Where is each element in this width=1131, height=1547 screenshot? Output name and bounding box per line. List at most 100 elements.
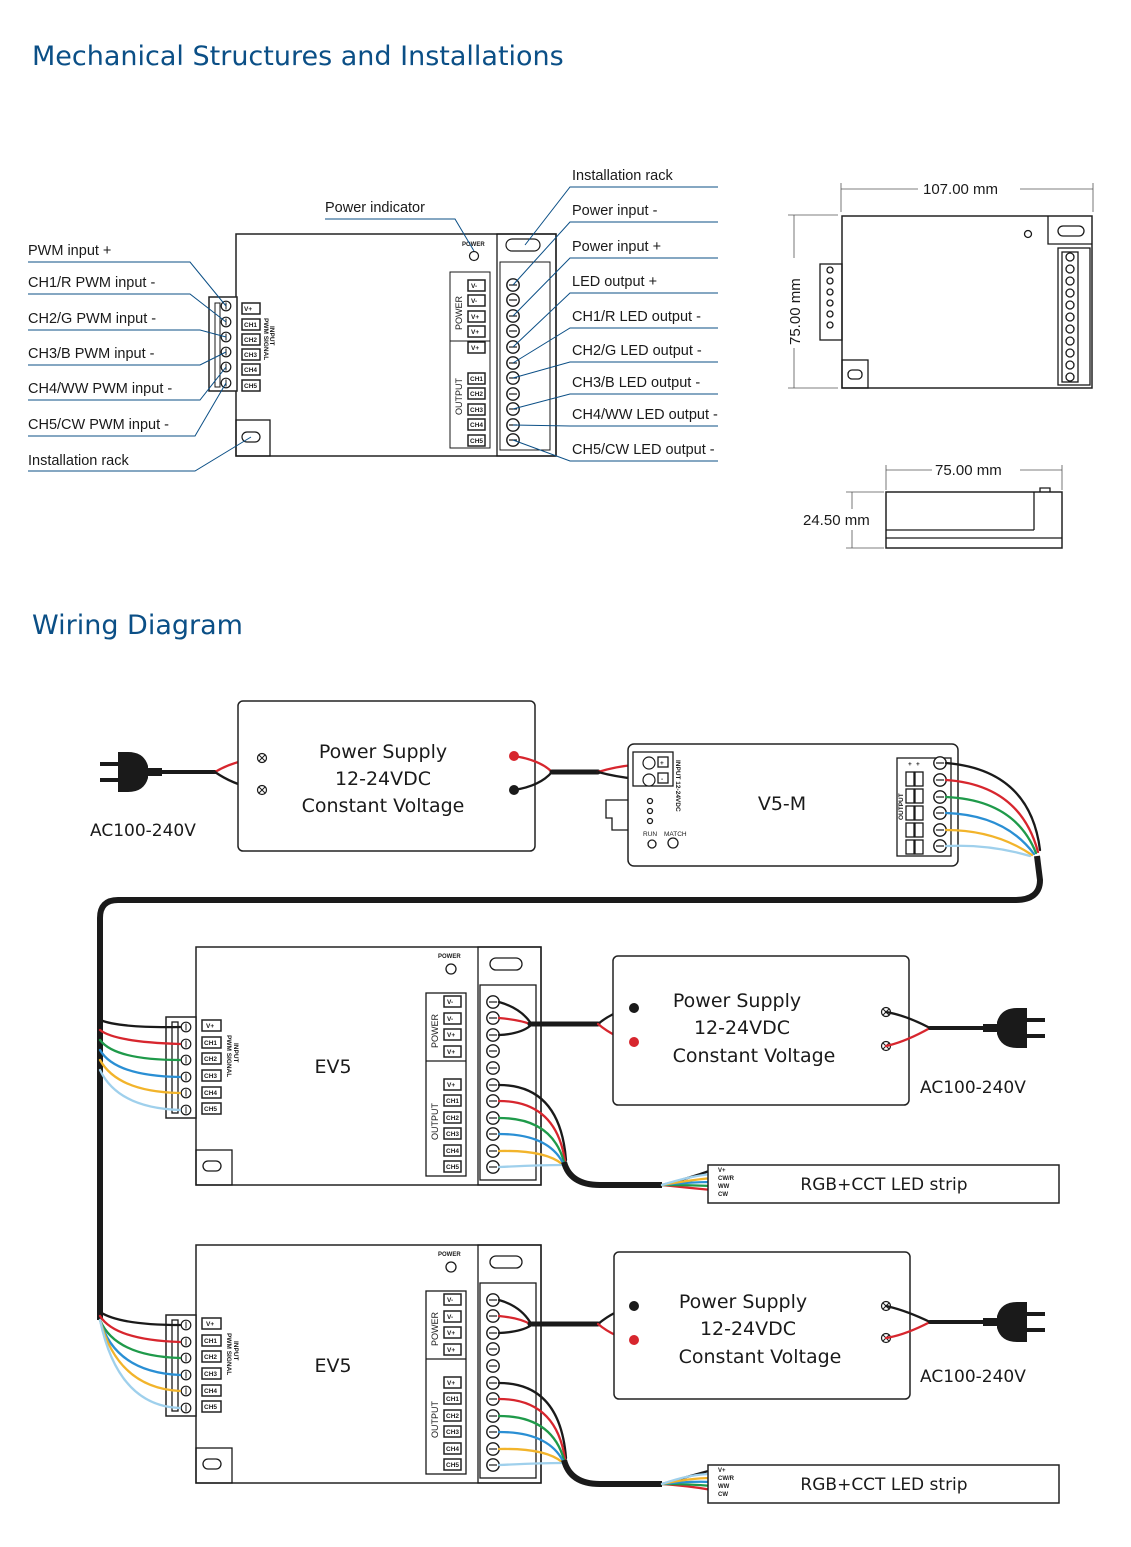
power-supply-2: Power Supply 12-24VDC Constant Voltage bbox=[612, 955, 910, 1106]
mech-labels-right: Installation rack Power input - Power in… bbox=[512, 168, 718, 462]
svg-text:V+: V+ bbox=[718, 1168, 726, 1174]
power-supply-3: Power Supply 12-24VDC Constant Voltage bbox=[613, 1251, 911, 1400]
led-strip-1: V+ CW/R WW CW RGB+CCT LED strip bbox=[707, 1164, 1060, 1204]
ac-label-2: AC100-240V bbox=[920, 1078, 1026, 1098]
label-ch1-pwm-input: CH1/R PWM input - bbox=[28, 275, 155, 291]
svg-text:V+: V+ bbox=[471, 345, 479, 352]
svg-text:CH5: CH5 bbox=[244, 383, 257, 390]
svg-text:PWM SIGNAL: PWM SIGNAL bbox=[225, 1333, 232, 1375]
label-installation-rack-right: Installation rack bbox=[572, 168, 673, 184]
plug-icon bbox=[983, 1008, 1045, 1048]
mech-labels-left: PWM input + CH1/R PWM input - CH2/G PWM … bbox=[28, 243, 252, 472]
dimension-side-view: 75.00 mm 24.50 mm bbox=[803, 462, 1063, 549]
dim-side-height: 24.50 mm bbox=[803, 512, 870, 529]
psu1-line1: Power Supply bbox=[319, 741, 447, 763]
svg-text:CH1: CH1 bbox=[470, 376, 483, 383]
svg-text:POWER: POWER bbox=[438, 1252, 461, 1258]
svg-text:CW/R: CW/R bbox=[718, 1476, 735, 1482]
svg-text:CH3: CH3 bbox=[204, 1371, 217, 1378]
ev5-1-name: EV5 bbox=[314, 1056, 351, 1078]
plug-icon bbox=[100, 752, 162, 792]
svg-text:WW: WW bbox=[718, 1184, 730, 1190]
svg-text:WW: WW bbox=[718, 1484, 730, 1490]
svg-text:MATCH: MATCH bbox=[664, 831, 687, 838]
svg-text:PWM SIGNAL: PWM SIGNAL bbox=[262, 318, 269, 360]
label-led-output-plus: LED output + bbox=[572, 274, 657, 290]
svg-text:CH3: CH3 bbox=[204, 1073, 217, 1080]
svg-text:V-: V- bbox=[447, 1314, 453, 1321]
svg-text:CH5: CH5 bbox=[446, 1164, 459, 1171]
svg-text:CH4: CH4 bbox=[446, 1148, 459, 1155]
controller-name: V5-M bbox=[758, 793, 806, 815]
power-supply-1: Power Supply 12-24VDC Constant Voltage bbox=[237, 700, 536, 852]
svg-text:CH3: CH3 bbox=[244, 352, 257, 359]
svg-text:OUTPUT: OUTPUT bbox=[454, 378, 464, 416]
svg-text:RUN: RUN bbox=[643, 831, 657, 838]
svg-text:CH1: CH1 bbox=[244, 322, 257, 329]
led-strip-2: V+ CW/R WW CW RGB+CCT LED strip bbox=[707, 1464, 1060, 1504]
svg-text:POWER: POWER bbox=[462, 242, 485, 248]
svg-text:CH3: CH3 bbox=[446, 1429, 459, 1436]
psu3-line1: Power Supply bbox=[679, 1291, 807, 1313]
svg-text:CH2: CH2 bbox=[446, 1413, 459, 1420]
svg-text:CH2: CH2 bbox=[244, 337, 257, 344]
svg-text:V+: V+ bbox=[447, 1330, 455, 1337]
label-ch2-led-output: CH2/G LED output - bbox=[572, 343, 702, 359]
svg-text:V+: V+ bbox=[471, 329, 479, 336]
label-ch3-pwm-input: CH3/B PWM input - bbox=[28, 346, 155, 362]
svg-text:CH2: CH2 bbox=[446, 1115, 459, 1122]
svg-text:CH5: CH5 bbox=[204, 1404, 217, 1411]
label-power-indicator: Power indicator bbox=[325, 200, 425, 216]
svg-text:V+: V+ bbox=[447, 1032, 455, 1039]
svg-text:V+: V+ bbox=[447, 1380, 455, 1387]
wiring-title: Wiring Diagram bbox=[32, 610, 243, 641]
svg-text:OUTPUT: OUTPUT bbox=[898, 793, 905, 820]
svg-text:V-: V- bbox=[471, 283, 477, 290]
svg-text:CW/R: CW/R bbox=[718, 1176, 735, 1182]
svg-text:POWER: POWER bbox=[454, 295, 464, 330]
svg-text:V+: V+ bbox=[206, 1321, 214, 1328]
svg-text:CH1: CH1 bbox=[446, 1396, 459, 1403]
ev5-unit-1: POWER POWER OUTPUT V- V- V+ V+ V+ CH1 CH… bbox=[165, 946, 542, 1186]
dim-height: 75.00 mm bbox=[787, 278, 804, 345]
ev5-top-view: V+ CH1 CH2 CH3 CH4 CH5 INPUT PWM SIGNAL … bbox=[208, 233, 557, 457]
svg-text:V+: V+ bbox=[447, 1082, 455, 1089]
psu2-line1: Power Supply bbox=[673, 990, 801, 1012]
dim-width: 107.00 mm bbox=[923, 181, 998, 198]
ev5-2-name: EV5 bbox=[314, 1355, 351, 1377]
svg-text:CH1: CH1 bbox=[204, 1040, 217, 1047]
label-ch2-pwm-input: CH2/G PWM input - bbox=[28, 311, 156, 327]
svg-text:CH2: CH2 bbox=[470, 391, 483, 398]
svg-text:V+: V+ bbox=[447, 1049, 455, 1056]
strip-1-label: RGB+CCT LED strip bbox=[800, 1175, 967, 1195]
psu2-line2: 12-24VDC bbox=[694, 1017, 790, 1039]
label-power-input-plus: Power input + bbox=[572, 239, 661, 255]
label-power-input-minus: Power input - bbox=[572, 203, 658, 219]
svg-text:POWER: POWER bbox=[430, 1013, 440, 1048]
label-ch5-pwm-input: CH5/CW PWM input - bbox=[28, 417, 169, 433]
svg-text:CH4: CH4 bbox=[204, 1090, 217, 1097]
svg-text:CH2: CH2 bbox=[204, 1354, 217, 1361]
psu1-line3: Constant Voltage bbox=[302, 795, 465, 817]
svg-text:INPUT: INPUT bbox=[232, 1043, 239, 1063]
svg-text:-: - bbox=[661, 776, 663, 783]
svg-text:CH4: CH4 bbox=[470, 422, 483, 429]
svg-text:V-: V- bbox=[447, 1297, 453, 1304]
svg-text:PWM SIGNAL: PWM SIGNAL bbox=[225, 1035, 232, 1077]
ac-label-1: AC100-240V bbox=[90, 821, 196, 841]
svg-text:POWER: POWER bbox=[438, 954, 461, 960]
label-ch4-pwm-input: CH4/WW PWM input - bbox=[28, 381, 172, 397]
strip-2-label: RGB+CCT LED strip bbox=[800, 1475, 967, 1495]
svg-text:V-: V- bbox=[471, 298, 477, 305]
svg-text:CH4: CH4 bbox=[204, 1388, 217, 1395]
svg-text:CH5: CH5 bbox=[470, 438, 483, 445]
svg-text:INPUT: INPUT bbox=[268, 326, 275, 346]
psu3-line3: Constant Voltage bbox=[679, 1346, 842, 1368]
svg-text:CH5: CH5 bbox=[446, 1462, 459, 1469]
svg-text:V-: V- bbox=[447, 1016, 453, 1023]
svg-text:+: + bbox=[660, 760, 664, 767]
ev5-unit-2: POWER POWER OUTPUT V- V- V+ V+ V+ CH1 CH… bbox=[165, 1244, 542, 1484]
svg-text:V+: V+ bbox=[447, 1347, 455, 1354]
svg-text:CH4: CH4 bbox=[244, 367, 257, 374]
